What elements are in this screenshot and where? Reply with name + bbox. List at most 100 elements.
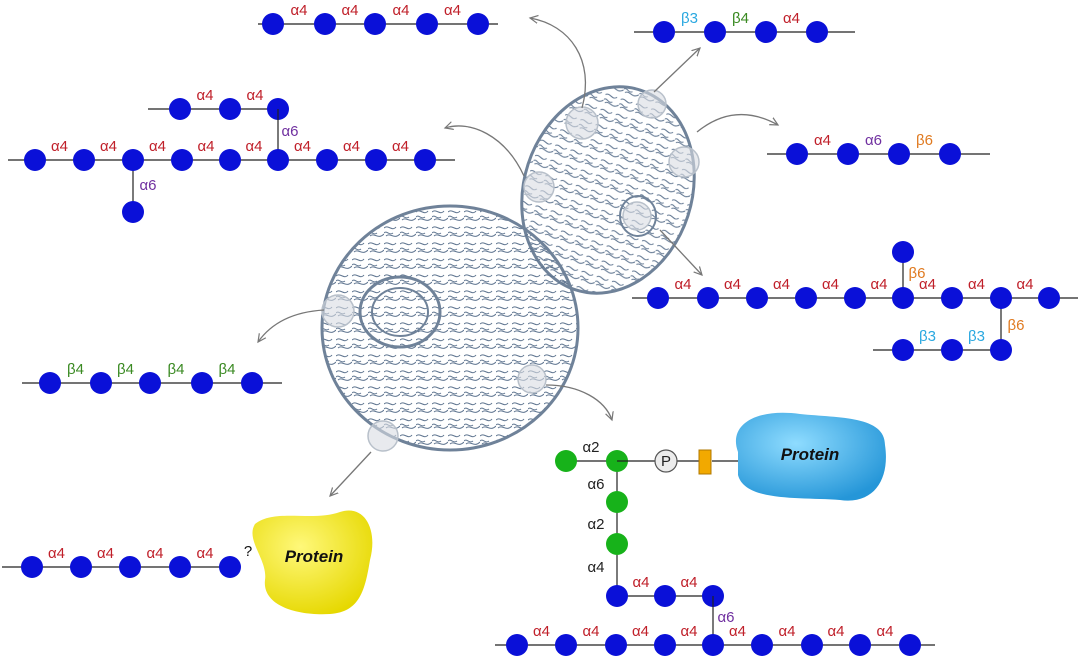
linkage-label: α4 <box>919 276 936 293</box>
glucose-residue <box>844 287 866 309</box>
glucose-residue <box>414 149 436 171</box>
linkage-label: α2 <box>587 516 604 533</box>
linkage-label: β6 <box>1008 317 1025 334</box>
glucose-residue <box>316 149 338 171</box>
linkage-label: α4 <box>827 623 844 640</box>
linkage-label: α4 <box>290 2 307 19</box>
linkage-label: α4 <box>1016 276 1033 293</box>
glucose-residue <box>899 634 921 656</box>
linkage-label: α4 <box>724 276 741 293</box>
glucose-residue <box>795 287 817 309</box>
glucose-residue <box>606 585 628 607</box>
linkage-label: α4 <box>51 138 68 155</box>
linkage-label: α4 <box>341 2 358 19</box>
linkage-label: α4 <box>773 276 790 293</box>
glucose-residue <box>751 634 773 656</box>
linkage-label: α4 <box>149 138 166 155</box>
linkage-label: α4 <box>680 623 697 640</box>
glucose-residue <box>262 13 284 35</box>
glucose-residue <box>139 372 161 394</box>
linkage-label: α4 <box>294 138 311 155</box>
linkage-label: α4 <box>587 559 604 576</box>
glucose-residue <box>241 372 263 394</box>
glucose-residue <box>555 634 577 656</box>
protein-label-1: Protein <box>781 445 840 464</box>
glucose-residue <box>892 241 914 263</box>
glucose-residue <box>219 98 241 120</box>
linkage-label: α4 <box>97 545 114 562</box>
linkage-label: α4 <box>343 138 360 155</box>
protein-yellow: Protein <box>252 510 373 615</box>
linkage-label: α4 <box>814 132 831 149</box>
arrows <box>258 18 778 496</box>
linkage-label: α2 <box>582 439 599 456</box>
phosphate-label: P <box>661 453 671 470</box>
glucose-residue <box>39 372 61 394</box>
linkage-label: α4 <box>146 545 163 562</box>
glucose-residue <box>939 143 961 165</box>
glucose-residue <box>21 556 43 578</box>
glucose-residue <box>990 287 1012 309</box>
glucose-residue <box>647 287 669 309</box>
glucose-residue <box>219 556 241 578</box>
glucose-residue <box>653 21 675 43</box>
linkage-label: α4 <box>196 545 213 562</box>
glucose-residue <box>837 143 859 165</box>
glucose-residue <box>941 339 963 361</box>
linkage-label: ? <box>244 543 252 560</box>
linker-box <box>698 449 712 475</box>
linkage-label: α4 <box>582 623 599 640</box>
linkage-label: α4 <box>196 87 213 104</box>
linkage-label: α4 <box>245 138 262 155</box>
phosphate-group: P <box>617 449 738 475</box>
linkage-label: β4 <box>732 10 749 27</box>
linkage-label: α4 <box>246 87 263 104</box>
linkage-label: α4 <box>197 138 214 155</box>
glucose-residue <box>941 287 963 309</box>
glucose-residue <box>119 556 141 578</box>
glucose-residue <box>365 149 387 171</box>
linkage-label: α4 <box>729 623 746 640</box>
linkage-label: α4 <box>778 623 795 640</box>
linkage-label: α4 <box>680 574 697 591</box>
glucose-residue <box>314 13 336 35</box>
glucose-residue <box>786 143 808 165</box>
glucose-residue <box>73 149 95 171</box>
yeast-cell <box>320 85 700 452</box>
linkage-label: α6 <box>139 177 156 194</box>
glucose-residue <box>1038 287 1060 309</box>
glucose-residue <box>70 556 92 578</box>
linkage-label: α6 <box>281 123 298 140</box>
glucose-residue <box>990 339 1012 361</box>
linkage-label: α4 <box>632 623 649 640</box>
glucose-residue <box>122 149 144 171</box>
glucose-residue <box>654 585 676 607</box>
glucose-residue <box>267 149 289 171</box>
linkage-label: α4 <box>392 138 409 155</box>
linkage-label: β4 <box>219 361 236 378</box>
glucose-residue <box>806 21 828 43</box>
glucose-residue <box>702 634 724 656</box>
mannose-residue <box>606 533 628 555</box>
linkage-label: β4 <box>168 361 185 378</box>
glucose-residue <box>171 149 193 171</box>
protein-label-2: Protein <box>285 547 344 566</box>
glucose-residue <box>892 339 914 361</box>
linkage-label: α4 <box>444 2 461 19</box>
glucose-residue <box>755 21 777 43</box>
cell-surface-spots <box>321 89 700 452</box>
linkage-label: α4 <box>100 138 117 155</box>
glucose-residue <box>654 634 676 656</box>
linkage-label: α4 <box>48 545 65 562</box>
linkage-label: α4 <box>783 10 800 27</box>
linkage-label: β3 <box>919 328 936 345</box>
glucose-residue <box>605 634 627 656</box>
linkage-label: α4 <box>392 2 409 19</box>
glucose-residue <box>467 13 489 35</box>
linkage-label: α4 <box>968 276 985 293</box>
glucose-residue <box>746 287 768 309</box>
glucose-residue <box>801 634 823 656</box>
linkage-label: α6 <box>717 609 734 626</box>
